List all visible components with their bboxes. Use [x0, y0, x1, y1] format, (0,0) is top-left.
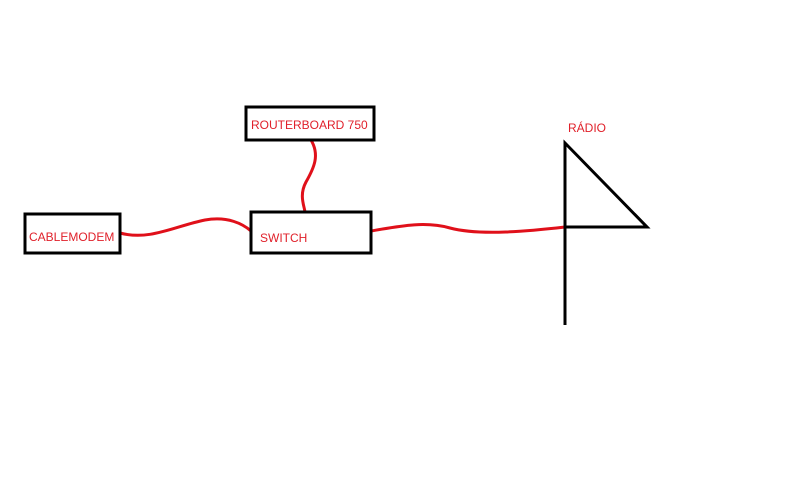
cablemodem-node: CABLEMODEM — [23, 212, 122, 255]
switch-node: SWITCH — [249, 210, 373, 255]
wire-switch-radio — [369, 223, 567, 234]
switch-label: SWITCH — [260, 231, 307, 245]
antenna-icon — [563, 139, 651, 325]
routerboard-node: ROUTERBOARD 750 — [244, 105, 376, 142]
radio-label: RÁDIO — [568, 120, 606, 135]
radio-node: RÁDIO — [563, 120, 651, 325]
wire-routerboard-switch — [300, 138, 317, 214]
routerboard-label: ROUTERBOARD 750 — [251, 118, 368, 132]
wire-cablemodem-switch — [118, 217, 253, 237]
cablemodem-label: CABLEMODEM — [29, 230, 114, 244]
